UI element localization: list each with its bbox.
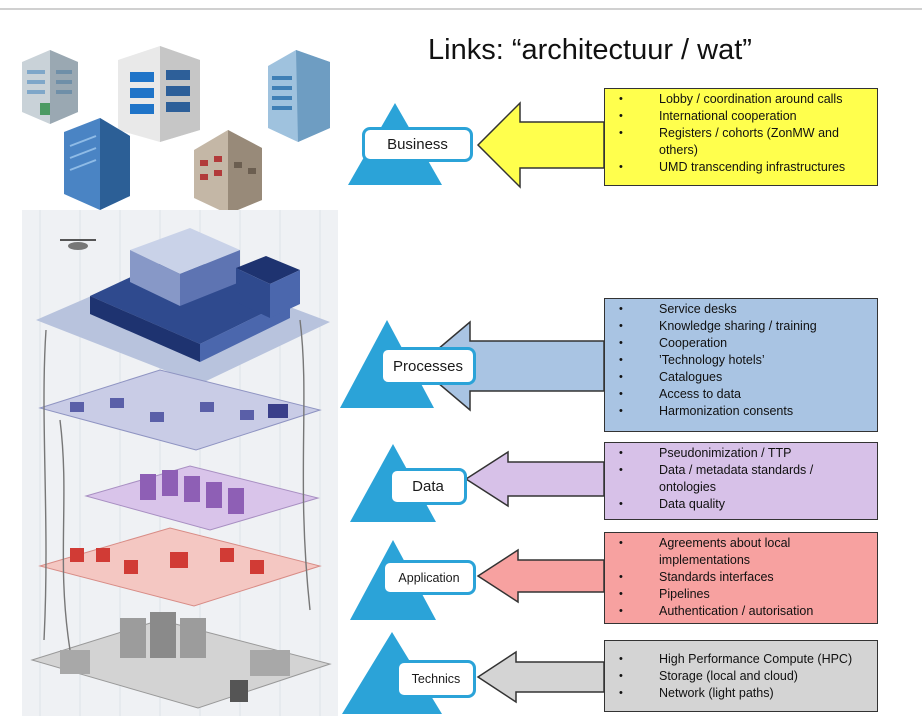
business-arrow (476, 101, 605, 189)
processes-layer-illustration (38, 369, 322, 451)
processes-label: Processes (380, 347, 476, 385)
building-icon-1 (22, 50, 78, 124)
list-item: Pipelines (613, 586, 871, 603)
list-item: UMD transcending infrastructures (613, 159, 871, 176)
list-item: Harmonization consents (613, 403, 871, 420)
list-item: International cooperation (613, 108, 871, 125)
list-item: Service desks (613, 301, 871, 318)
building-icon-4 (64, 118, 130, 210)
data-arrow (464, 450, 605, 508)
list-item: Knowledge sharing / training (613, 318, 871, 335)
list-item: Pseudonimization / TTP (613, 445, 871, 462)
processes-info-box: Service desks Knowledge sharing / traini… (604, 298, 878, 432)
list-item: Standards interfaces (613, 569, 871, 586)
technics-layer-illustration (30, 612, 332, 709)
list-item: Lobby / coordination around calls (613, 91, 871, 108)
data-label: Data (389, 468, 467, 505)
application-layer-illustration (38, 527, 322, 607)
list-item: Data quality (613, 496, 871, 513)
building-icon-2 (118, 46, 200, 142)
application-arrow (476, 548, 605, 604)
list-item: Storage (local and cloud) (613, 668, 871, 685)
business-label: Business (362, 127, 473, 162)
list-item: High Performance Compute (HPC) (613, 651, 871, 668)
application-label: Application (382, 560, 476, 595)
list-item: ’Technology hotels’ (613, 352, 871, 369)
list-item: Cooperation (613, 335, 871, 352)
technics-label: Technics (396, 660, 476, 698)
slide-title: Links: “architectuur / wat” (428, 34, 752, 66)
business-info-box: Lobby / coordination around calls Intern… (604, 88, 878, 186)
application-info-box: Agreements about local implementations S… (604, 532, 878, 624)
business-layer-illustration (36, 228, 330, 384)
building-icon-5 (194, 130, 262, 214)
technics-arrow (476, 650, 605, 704)
list-item: Catalogues (613, 369, 871, 386)
list-item: Registers / cohorts (ZonMW and others) (613, 125, 871, 159)
data-layer-illustration (84, 465, 320, 531)
building-icon-3 (268, 50, 330, 142)
list-item: Data / metadata standards / ontologies (613, 462, 871, 496)
list-item: Agreements about local implementations (613, 535, 871, 569)
list-item: Access to data (613, 386, 871, 403)
list-item: Authentication / autorisation (613, 603, 871, 620)
top-divider (0, 8, 922, 10)
list-item: Network (light paths) (613, 685, 871, 702)
technics-info-box: High Performance Compute (HPC) Storage (… (604, 640, 878, 712)
data-info-box: Pseudonimization / TTP Data / metadata s… (604, 442, 878, 520)
